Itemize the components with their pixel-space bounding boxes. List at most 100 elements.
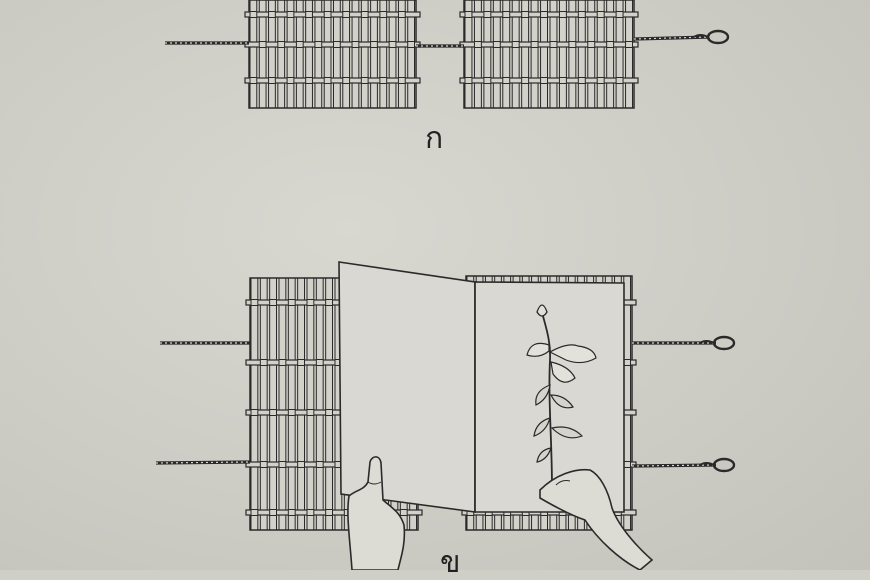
- frame-a-left-slat: [277, 0, 286, 109]
- frame-a-left-slat: [360, 0, 369, 109]
- rope-b-lower-loop-ring: [712, 457, 736, 473]
- frame-a-right-slat: [558, 0, 567, 109]
- frame-a-left-weave: [351, 41, 360, 48]
- plant-leaf: [533, 417, 551, 437]
- frame-a-right-weave: [558, 11, 567, 18]
- frame-a-right-slat: [473, 0, 482, 109]
- frame-a-left-slat: [286, 0, 295, 109]
- frame-a-right-weave: [483, 77, 492, 84]
- frame-b-left-weave: [250, 299, 259, 306]
- plant-leaf: [535, 384, 551, 406]
- frame-a-left-slat: [370, 0, 378, 109]
- frame-a-left-slat: [333, 0, 341, 109]
- frame-b-left-weave: [278, 461, 287, 468]
- rope-b-lower-left: [155, 460, 251, 465]
- frame-a-right-slat: [625, 0, 633, 109]
- frame-a-right-weave: [549, 41, 558, 48]
- frame-b-left-weave: [287, 299, 296, 306]
- rope-b-upper-loop: [699, 335, 736, 351]
- plant-stem: [541, 311, 553, 489]
- frame-a-right-slat: [492, 0, 501, 109]
- figure-caption-b: ข: [440, 545, 461, 580]
- frame-a-right-slat: [540, 0, 548, 109]
- frame-a-right-weave: [596, 11, 605, 18]
- frame-a-left-slat: [323, 0, 332, 109]
- plant-flower: [548, 344, 597, 364]
- frame-a-right-slat: [530, 0, 539, 109]
- frame-a-left-outline: [248, 0, 417, 109]
- rope-b-lower-loop: [699, 457, 736, 473]
- frame-b-left-weave: [250, 409, 259, 416]
- frame-a-left-weave: [407, 41, 416, 48]
- frame-b-left-weave: [278, 359, 287, 366]
- frame-b-left-weave: [325, 409, 333, 416]
- frame-a-right-crossbar: [459, 77, 639, 84]
- frame-a-right-weave: [577, 11, 586, 18]
- frame-a-left-weave: [370, 41, 378, 48]
- frame-b-left-weave: [315, 359, 324, 366]
- frame-a-left-slat: [305, 0, 313, 109]
- frame-a-left-weave: [277, 41, 286, 48]
- frame-a-left-slat: [342, 0, 351, 109]
- rope-b-lower-right: [631, 463, 717, 468]
- frame-a-left-weave: [323, 77, 332, 84]
- frame-b-left-weave: [325, 299, 333, 306]
- frame-a-right-slat: [511, 0, 520, 109]
- frame-a-left-weave: [333, 41, 341, 48]
- frame-b-left-weave: [259, 461, 268, 468]
- rope-b-upper-loop-knot: [699, 340, 715, 344]
- frame-b-left-slat: [297, 277, 305, 531]
- frame-b-left-weave: [287, 509, 296, 516]
- frame-a-right-weave: [540, 77, 548, 84]
- frame-a-right-weave: [540, 11, 548, 18]
- frame-a-right-weave: [615, 11, 624, 18]
- frame-a-left-slat: [314, 0, 323, 109]
- frame-b-left-slat: [269, 277, 277, 531]
- frame-b-left-weave: [297, 359, 305, 366]
- frame-a-right-slat: [577, 0, 586, 109]
- frame-a-left-weave: [305, 77, 313, 84]
- frame-a-right-weave: [577, 77, 586, 84]
- frame-b-left-slat: [306, 277, 315, 531]
- plant-flower: [550, 361, 576, 383]
- frame-a-left-weave: [397, 77, 406, 84]
- frame-b-left-slat: [250, 277, 259, 531]
- frame-a-left: [244, 0, 421, 109]
- frame-a-right-outline: [463, 0, 635, 109]
- frame-b-left-weave: [287, 409, 296, 416]
- frame-b-left-weave: [399, 509, 408, 516]
- frame-a-right-weave: [511, 41, 520, 48]
- plant-leaf: [550, 426, 584, 439]
- frame-a-right-weave: [473, 41, 482, 48]
- frame-b-left-weave: [250, 509, 259, 516]
- frame-a-left-weave: [268, 11, 276, 18]
- left-hand-shape: [347, 456, 406, 570]
- frame-b-left-weave: [325, 509, 333, 516]
- frame-a-left-slat: [295, 0, 304, 109]
- frame-a-left-weave: [342, 11, 351, 18]
- plant-flower: [526, 342, 550, 357]
- frame-b-left-weave: [269, 409, 277, 416]
- rope-b-lower-left-twist: [155, 461, 251, 464]
- frame-a-left-weave: [388, 41, 397, 48]
- frame-a-left-weave: [342, 77, 351, 84]
- frame-a-right-weave: [615, 77, 624, 84]
- rope-b-lower-loop-knot: [699, 462, 715, 466]
- frame-a-right-weave: [502, 77, 511, 84]
- frame-a-left-weave: [268, 77, 276, 84]
- frame-a-left-slat: [397, 0, 406, 109]
- frame-b-left-weave: [269, 299, 277, 306]
- frame-a-right-slat: [615, 0, 624, 109]
- frame-a-left-slat: [379, 0, 388, 109]
- frame-a-left-weave: [258, 41, 267, 48]
- rope-b-lower-right-twist: [631, 464, 717, 467]
- frame-b-left-slat: [325, 277, 333, 531]
- frame-b-left-crossbar: [245, 509, 423, 516]
- frame-b-left-weave: [259, 359, 268, 366]
- frame-a-left-weave: [286, 77, 295, 84]
- frame-a-left-weave: [360, 77, 369, 84]
- frame-a-right-weave: [521, 11, 530, 18]
- right-hand-shape: [539, 468, 654, 570]
